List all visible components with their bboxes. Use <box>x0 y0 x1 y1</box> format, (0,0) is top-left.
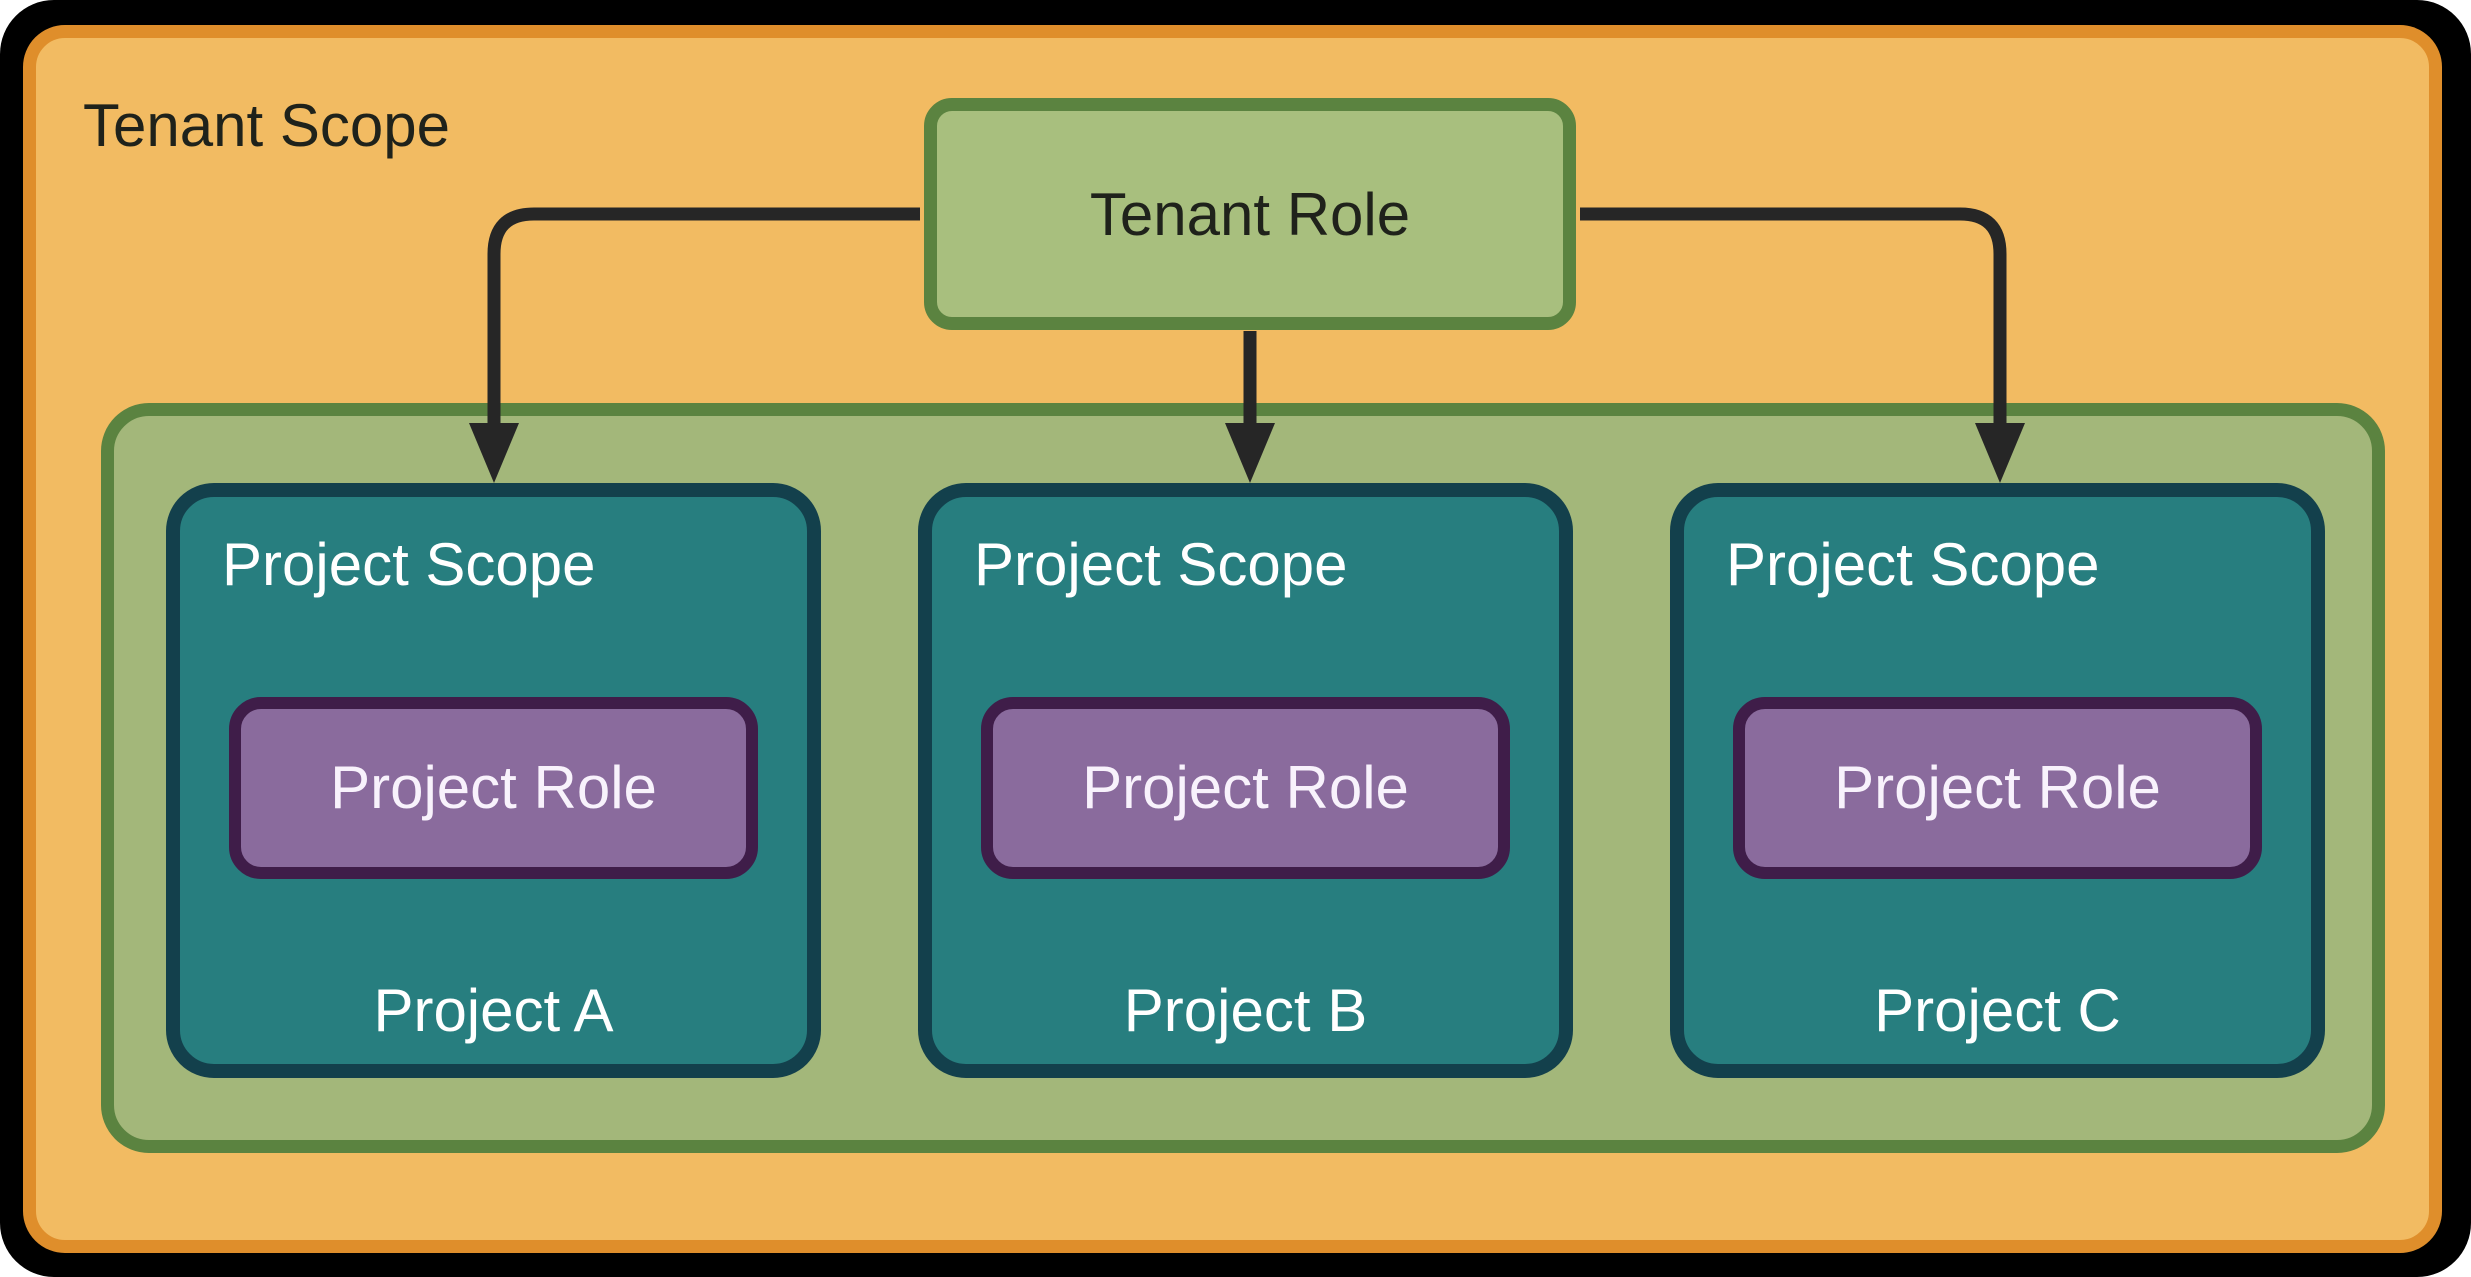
project-role-box: Project Role <box>229 696 758 879</box>
project-scope-label: Project Scope <box>222 531 596 598</box>
tenant-role-box: Tenant Role <box>924 98 1576 330</box>
project-box-a: Project Scope Project Role Project A <box>166 483 821 1078</box>
project-scope-label: Project Scope <box>974 531 1348 598</box>
project-role-box: Project Role <box>981 696 1510 879</box>
project-box-c: Project Scope Project Role Project C <box>1670 483 2325 1078</box>
project-name-label: Project A <box>373 977 614 1044</box>
project-group-container: Project Scope Project Role Project A Pro… <box>101 403 2385 1153</box>
project-role-label: Project Role <box>1082 754 1409 821</box>
project-box-b: Project Scope Project Role Project B <box>918 483 1573 1078</box>
project-name-label: Project C <box>1874 977 2121 1044</box>
project-role-label: Project Role <box>330 754 657 821</box>
tenant-scope-label: Tenant Scope <box>83 92 450 159</box>
project-name-label: Project B <box>1123 977 1368 1044</box>
tenant-role-label: Tenant Role <box>1089 180 1411 248</box>
project-role-box: Project Role <box>1733 696 2262 879</box>
project-role-label: Project Role <box>1834 754 2161 821</box>
project-scope-label: Project Scope <box>1726 531 2100 598</box>
